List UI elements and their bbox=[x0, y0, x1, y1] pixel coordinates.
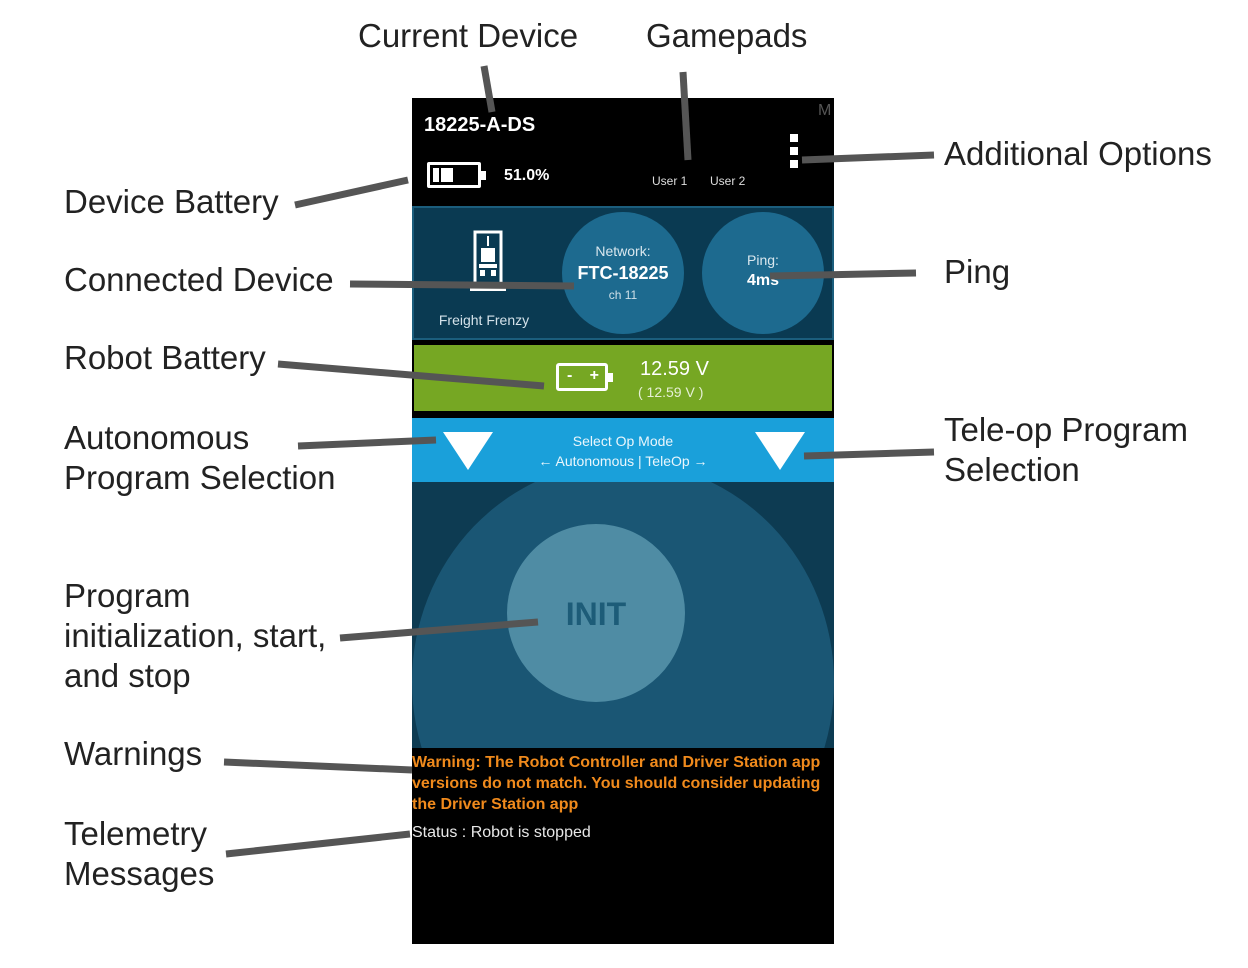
robot-controller-icon bbox=[470, 230, 506, 291]
teleop-dropdown-icon[interactable] bbox=[755, 432, 805, 470]
annotation-device-battery: Device Battery bbox=[64, 183, 279, 220]
opmode-prompt: Select Op Mode bbox=[572, 433, 674, 449]
robot-battery-icon: -+ bbox=[556, 363, 613, 391]
ping-label: Ping: bbox=[747, 252, 779, 268]
more-options-icon[interactable] bbox=[790, 134, 800, 174]
device-battery-percent: 51.0% bbox=[504, 167, 550, 184]
init-label: INIT bbox=[565, 596, 627, 632]
init-area: INIT bbox=[412, 482, 834, 748]
robot-battery-bar: -+ 12.59 V ( 12.59 V ) bbox=[414, 345, 832, 411]
annotation-additional-options: Additional Options bbox=[944, 135, 1212, 172]
annotation-ping: Ping bbox=[944, 253, 1011, 290]
network-label: Network: bbox=[595, 243, 651, 259]
ping-circle: Ping: 4ms bbox=[702, 212, 824, 334]
network-circle[interactable]: Network: FTC-18225 ch 11 bbox=[562, 212, 684, 334]
corner-letter: M bbox=[818, 102, 832, 119]
robot-battery-min-voltage: ( 12.59 V ) bbox=[638, 384, 704, 400]
annotation-current-device: Current Device bbox=[358, 17, 579, 54]
network-channel: ch 11 bbox=[608, 288, 638, 302]
warning-message: Warning: The Robot Controller and Driver… bbox=[412, 754, 821, 813]
init-button[interactable]: INIT bbox=[507, 524, 685, 702]
annotation-warnings: Warnings bbox=[64, 735, 203, 772]
driver-station-screen: 18225-A-DS 51.0% User 1 User 2 M Freight… bbox=[412, 98, 834, 944]
autonomous-dropdown-icon[interactable] bbox=[443, 432, 493, 470]
gamepad-user-1[interactable]: User 1 bbox=[652, 174, 688, 188]
top-bar: 18225-A-DS 51.0% User 1 User 2 M bbox=[412, 98, 834, 206]
ping-value: 4ms bbox=[746, 272, 780, 289]
opmode-selection-bar: Select Op Mode ← Autonomous | TeleOp → bbox=[412, 418, 834, 482]
device-battery-icon bbox=[427, 162, 486, 188]
opmode-hint: ← Autonomous | TeleOp → bbox=[538, 453, 708, 469]
annotation-robot-battery: Robot Battery bbox=[64, 339, 266, 376]
robot-battery-voltage: 12.59 V bbox=[640, 358, 709, 380]
network-name: FTC-18225 bbox=[577, 263, 669, 283]
telemetry-message: Status : Robot is stopped bbox=[412, 824, 591, 841]
season-name: Freight Frenzy bbox=[438, 312, 530, 328]
gamepad-user-2[interactable]: User 2 bbox=[710, 174, 746, 188]
current-device-name: 18225-A-DS bbox=[424, 114, 536, 136]
status-panel: Freight Frenzy Network: FTC-18225 ch 11 … bbox=[412, 206, 834, 340]
annotation-gamepads: Gamepads bbox=[646, 17, 808, 54]
annotation-connected-device: Connected Device bbox=[64, 261, 334, 298]
